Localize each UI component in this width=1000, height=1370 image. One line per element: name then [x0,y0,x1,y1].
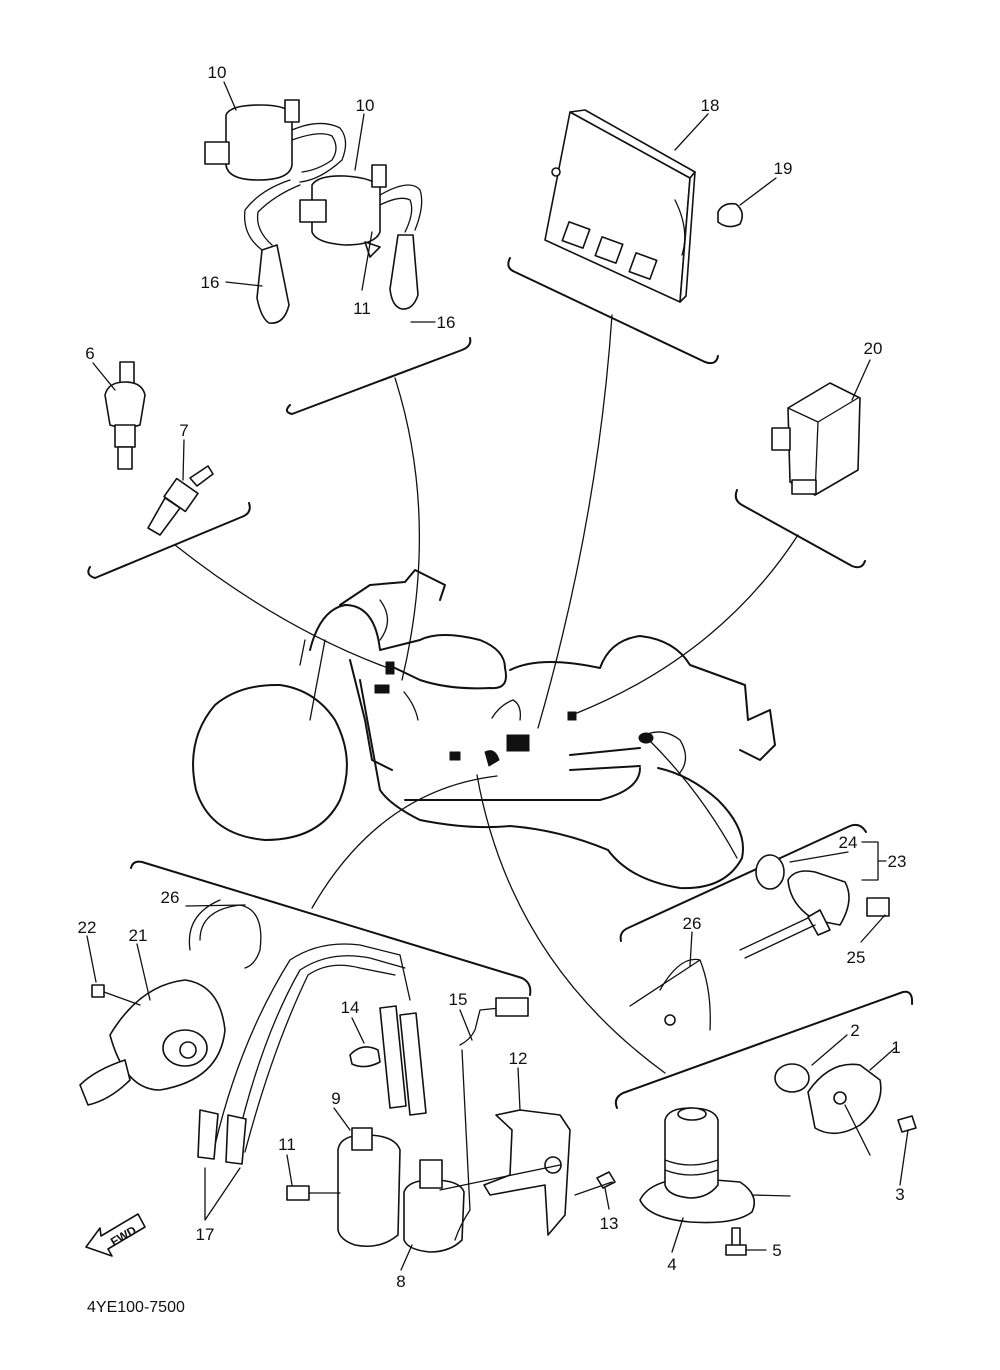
callout-26-b: 26 [683,914,702,933]
callout-25: 25 [847,948,866,967]
ignition-coil-assembly-top [204,99,423,324]
thermo-switch [104,361,146,470]
callout-17: 17 [196,1225,215,1244]
callout-11-b: 11 [278,1135,296,1154]
callout-5: 5 [772,1241,781,1260]
callout-19: 19 [774,159,793,178]
panel-brackets [87,257,914,1109]
leader-lines [174,314,799,1074]
callout-2: 2 [850,1021,859,1040]
callout-10-b: 10 [356,96,375,115]
callout-15: 15 [449,990,468,1009]
horn-assembly [79,899,262,1106]
callout-4: 4 [667,1255,676,1274]
diagram-code: 4YE100-7500 [87,1299,185,1316]
callout-16-b: 16 [437,313,456,332]
callout-22: 22 [78,918,97,937]
callout-14: 14 [341,998,360,1017]
callout-12: 12 [509,1049,528,1068]
temperature-sensor [147,465,214,536]
callout-3: 3 [895,1185,904,1204]
solenoid-assembly [639,1063,917,1256]
callout-16-a: 16 [201,273,220,292]
callout-9: 9 [331,1089,340,1108]
callout-6: 6 [85,344,94,363]
callout-11-a: 11 [353,299,371,318]
callout-24: 24 [839,833,858,852]
callout-20: 20 [864,339,883,358]
motorcycle-outline [192,569,776,890]
callout-23: 23 [888,852,907,871]
callout-26-a: 26 [161,888,180,907]
forward-arrow-icon: FWD [85,1213,146,1257]
relay-unit [771,382,861,496]
neutral-switch-assembly [629,854,890,1031]
callout-7: 7 [179,421,188,440]
ignition-coil-assembly-bottom [197,943,616,1253]
callout-21: 21 [129,926,148,945]
callout-numbers: 10 10 18 19 16 11 16 6 7 20 24 23 25 26 … [78,63,907,1291]
callout-13: 13 [600,1214,619,1233]
callout-1: 1 [891,1038,900,1057]
callout-10-a: 10 [208,63,227,82]
ecu-assembly [544,109,744,303]
callout-leaders [86,81,909,1271]
callout-18: 18 [701,96,720,115]
callout-8: 8 [396,1272,405,1291]
